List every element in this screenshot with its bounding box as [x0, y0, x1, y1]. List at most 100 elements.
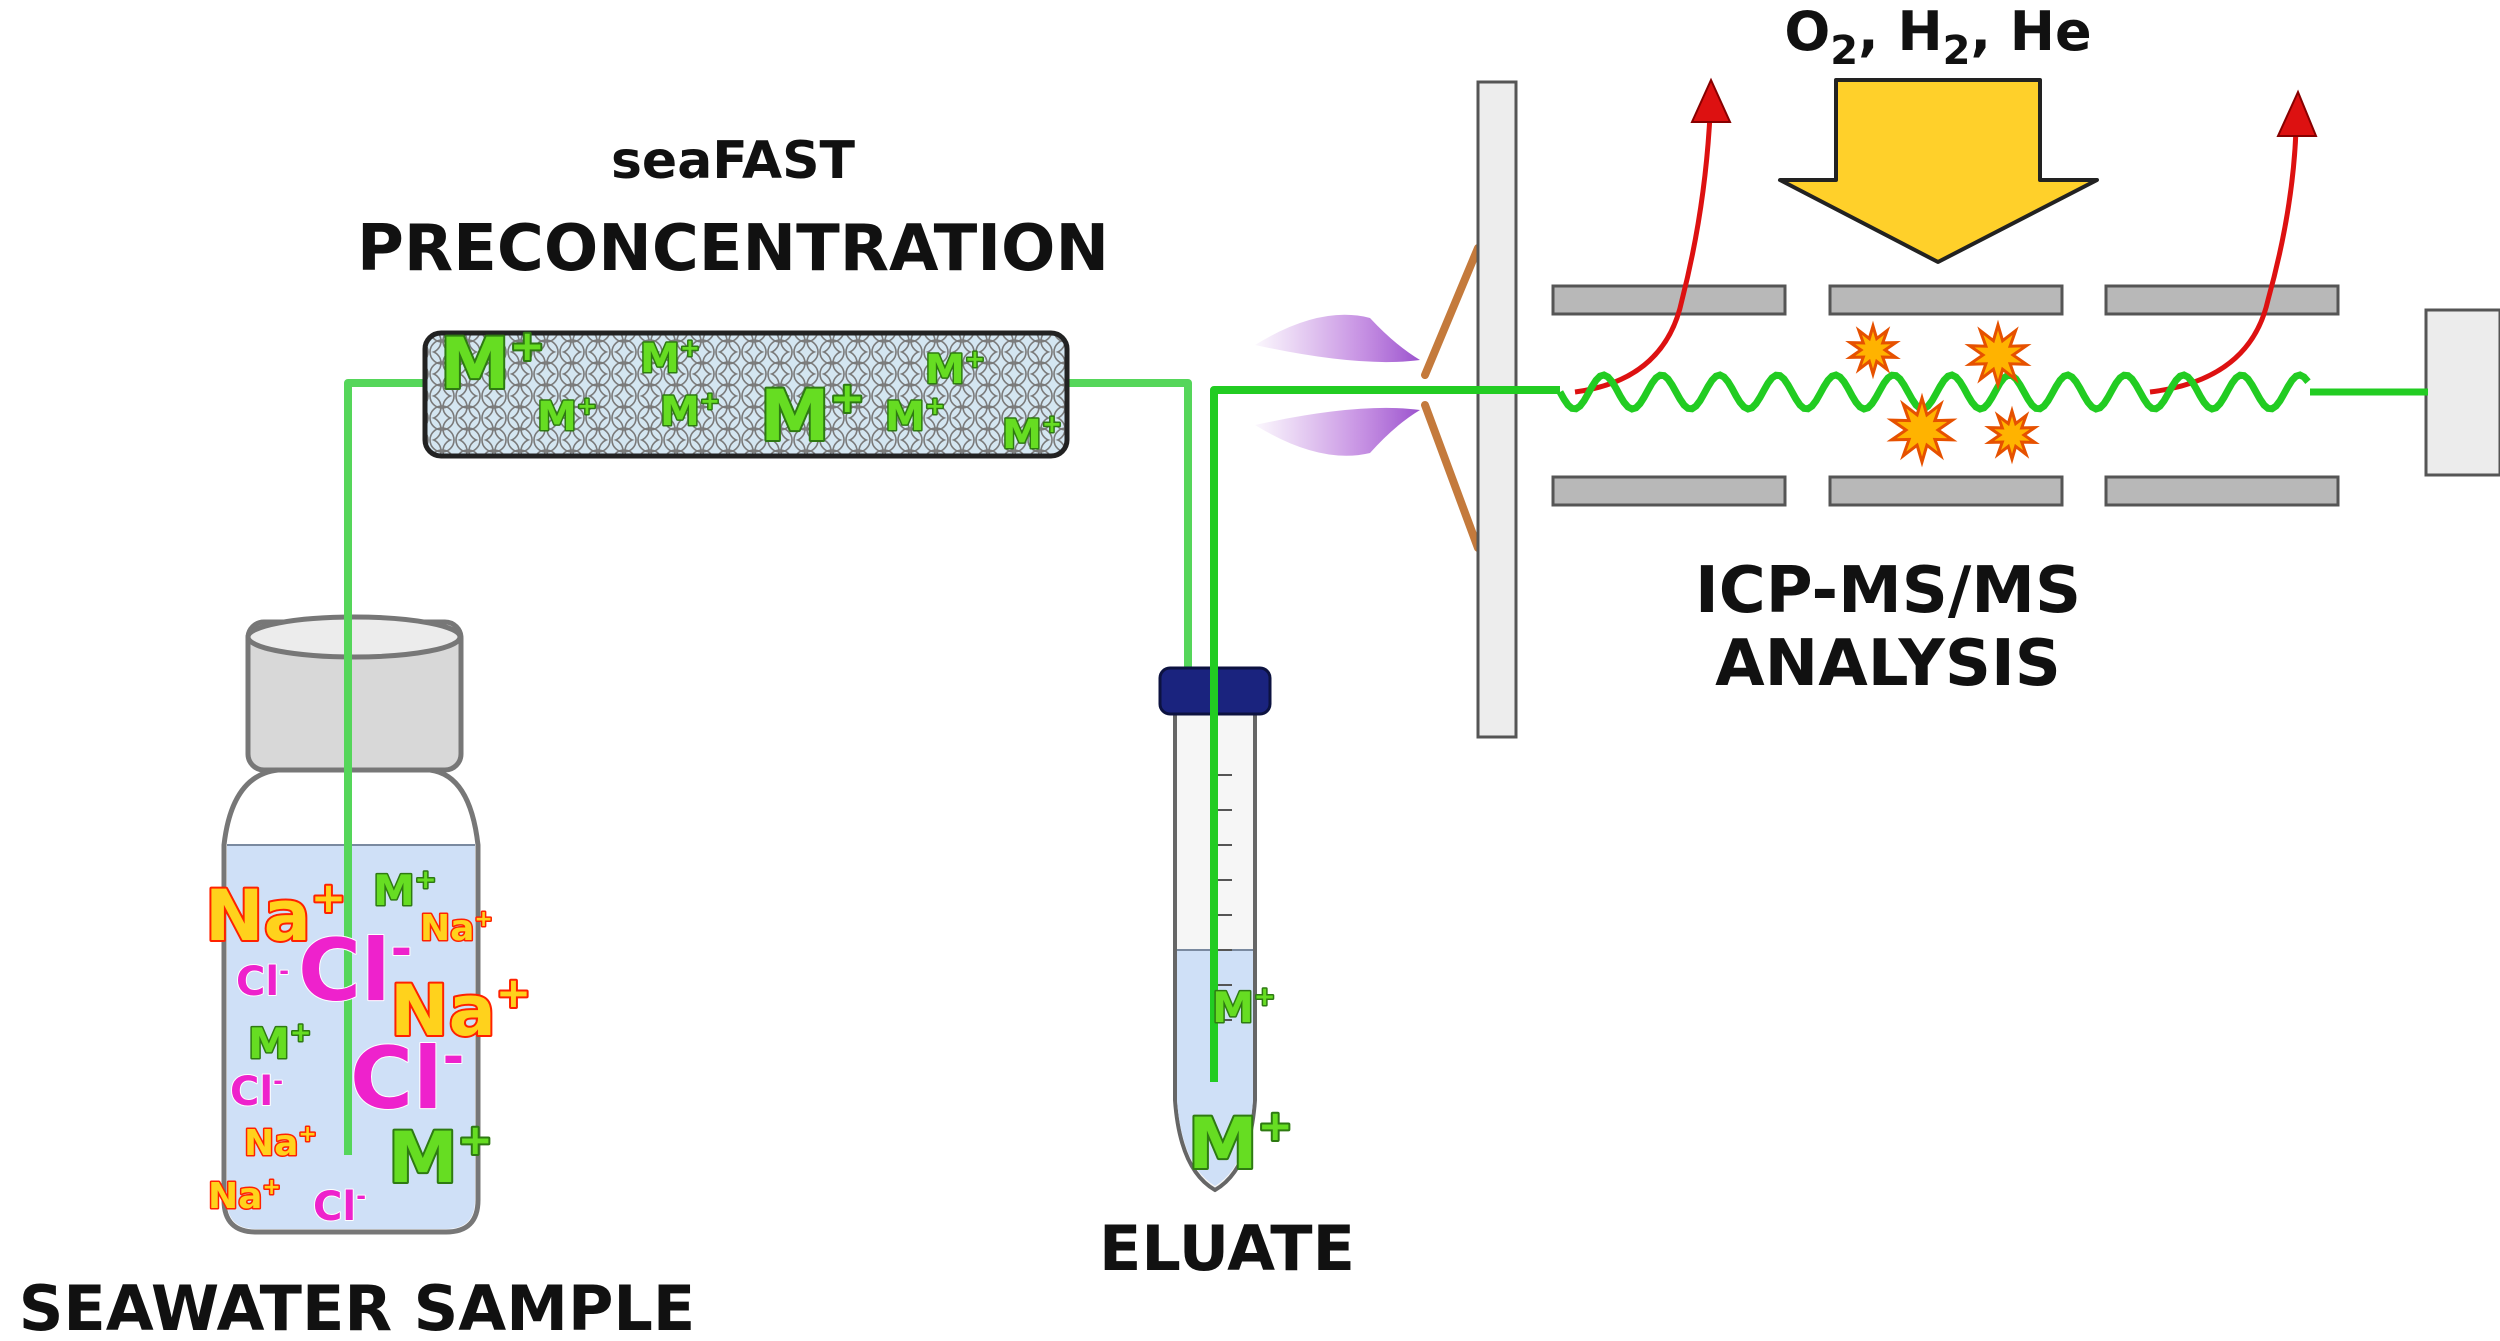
ion-charge: + [510, 321, 545, 370]
seafast-title: seaFAST [611, 131, 856, 191]
seawater-ions: Na+ M+ Na+ Cl- Cl- Na+ M+ Cl- Cl- Na+ M+… [203, 864, 533, 1232]
ion-symbol: M [1212, 983, 1254, 1032]
collision-star-icon [1845, 320, 1901, 380]
preconcentration-title: PRECONCENTRATION [357, 212, 1109, 286]
ion-symbol: Cl [350, 1029, 443, 1129]
ion-beam-wave [1556, 371, 2311, 413]
ion-charge: + [298, 1122, 316, 1147]
ion-charge: + [830, 373, 865, 422]
ion-charge: + [415, 865, 437, 895]
gas-label: O2, H2, He [1784, 0, 2091, 74]
gas-o2-subscript: 2 [1830, 28, 1858, 74]
sodium-ion: Na+ [208, 1175, 281, 1217]
metal-ion: M+ [248, 1018, 312, 1068]
exhaust-arrow-right [2149, 129, 2299, 395]
eluate-label: ELUATE [1099, 1212, 1355, 1285]
ion-symbol: Cl [230, 1069, 273, 1115]
sodium-ion: Na+ [244, 1122, 317, 1164]
metal-ion: M+ [925, 345, 985, 393]
sodium-ion: Na+ [390, 968, 531, 1052]
ion-charge: + [925, 392, 945, 420]
ion-charge: - [391, 919, 413, 979]
sampler-cone-lower [1421, 401, 1482, 552]
mass-analyzer-rods [1551, 284, 2340, 507]
metal-ion: M+ [660, 387, 720, 435]
chloride-ion: Cl- [298, 919, 412, 1021]
exhaust-arrow-left [1574, 114, 1713, 395]
gas-sep-h: , H [1858, 0, 1943, 63]
ion-symbol: M [388, 1117, 458, 1199]
gas-sep-he: , He [1970, 0, 2091, 63]
ion-charge: + [700, 387, 720, 415]
metal-ion: M+ [440, 321, 545, 405]
inlet-tube [344, 379, 428, 1155]
icp-msms-label: ICP-MS/MS [1695, 554, 2081, 628]
chloride-ion: Cl- [313, 1182, 366, 1230]
chloride-ion: Cl- [236, 957, 289, 1005]
sampler-cone-upper [1421, 244, 1482, 379]
ion-charge: - [273, 1067, 283, 1095]
ion-symbol: M [660, 389, 700, 435]
ion-symbol: M [760, 375, 830, 457]
seafast-column [422, 330, 1070, 459]
ion-charge: + [1258, 1101, 1293, 1150]
ion-charge: + [965, 345, 985, 373]
ion-charge: - [356, 1182, 366, 1210]
ion-charge: - [443, 1027, 465, 1087]
metal-ion: M+ [373, 865, 437, 915]
ion-charge: + [458, 1115, 493, 1164]
ion-charge: + [496, 968, 531, 1017]
ion-symbol: M [640, 336, 680, 382]
ion-symbol: Na [420, 908, 474, 949]
seawater-sample-label: SEAWATER SAMPLE [19, 1272, 696, 1341]
interface-plate [1476, 80, 1518, 739]
ion-symbol: M [885, 394, 925, 440]
chloride-ion: Cl- [230, 1067, 283, 1115]
chloride-ion: Cl- [350, 1027, 464, 1129]
gas-h2-subscript: 2 [1943, 28, 1971, 74]
collision-star-icon [1984, 405, 2040, 465]
exhaust-arrowhead-left [1690, 77, 1732, 123]
ion-symbol: M [373, 866, 415, 915]
metal-ion: M+ [640, 334, 700, 382]
ion-symbol: Cl [236, 959, 279, 1005]
eluate-to-icp-line [1210, 386, 1560, 1082]
gas-inlet-arrow [1778, 78, 2099, 264]
column-ions: M+ M+ M+ M+ M+ M+ M+ M+ [438, 319, 1063, 460]
icp-interface [1255, 80, 1518, 739]
sodium-ion: Na+ [205, 873, 346, 957]
ion-symbol: Na [208, 1176, 262, 1217]
eluate-ions: M+ M+ [1186, 981, 1295, 1188]
ion-detector [2424, 308, 2500, 477]
analysis-label: ANALYSIS [1715, 627, 2061, 701]
collision-star-icon [1886, 392, 1958, 468]
ion-charge: + [577, 392, 597, 420]
metal-ion: M+ [1188, 1101, 1293, 1185]
ion-charge: - [279, 957, 289, 985]
metal-ion: M+ [1002, 410, 1062, 458]
metal-ion: M+ [388, 1115, 493, 1199]
ion-symbol: M [1002, 412, 1042, 458]
ion-symbol: Na [244, 1123, 298, 1164]
ion-charge: + [680, 334, 700, 362]
ion-charge: + [474, 907, 492, 932]
ion-symbol: M [1188, 1103, 1258, 1185]
gas-o2: O [1784, 0, 1830, 63]
ion-charge: + [311, 873, 346, 922]
column-outlet-tube [1066, 379, 1192, 1085]
ion-symbol: M [440, 323, 510, 405]
collision-events [1845, 319, 2040, 468]
sodium-ion: Na+ [420, 907, 493, 949]
ion-symbol: M [248, 1019, 290, 1068]
metal-ion: M+ [760, 373, 865, 457]
plasma-lower [1255, 407, 1420, 456]
ion-charge: + [290, 1018, 312, 1048]
ion-symbol: Cl [298, 921, 391, 1021]
ion-symbol: M [537, 394, 577, 440]
ion-symbol: Na [390, 970, 496, 1052]
exhaust-arrowhead-right [2276, 89, 2318, 137]
ion-charge: + [1042, 410, 1062, 438]
ion-charge: + [262, 1175, 280, 1200]
